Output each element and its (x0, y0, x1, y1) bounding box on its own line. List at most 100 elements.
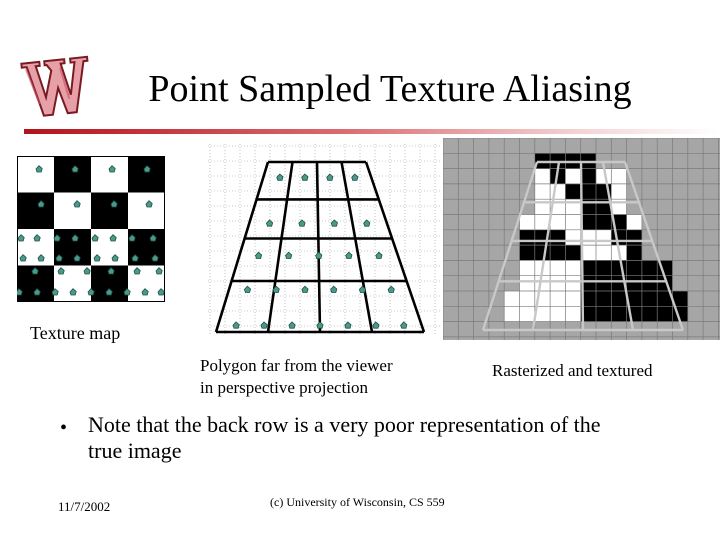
sample-point (301, 285, 309, 293)
sample-point (31, 267, 39, 275)
slide-title: Point Sampled Texture Aliasing (148, 68, 632, 110)
raster-pixel (611, 291, 627, 307)
sample-point (298, 219, 306, 227)
raster-pixel (580, 214, 596, 230)
sample-point (73, 200, 81, 208)
raster-pixel (596, 168, 612, 184)
raster-pixel (534, 168, 551, 184)
raster-pixel (611, 183, 627, 200)
raster-pixel (626, 291, 642, 307)
raster-pixel (626, 214, 642, 230)
checker-cell (17, 156, 54, 193)
raster-pixel (580, 168, 596, 184)
sample-point (107, 267, 115, 275)
polygon-caption: Polygon far from the viewer in perspecti… (200, 355, 393, 399)
sample-point (151, 254, 159, 262)
sample-point (37, 254, 45, 262)
polygon-column-edge (315, 161, 322, 333)
sample-point (375, 251, 383, 259)
sample-point (109, 234, 117, 242)
sample-point (155, 267, 163, 275)
polygon-caption-line1: Polygon far from the viewer (200, 356, 393, 375)
raster-pixel (550, 291, 566, 307)
raster-pixel (565, 306, 581, 322)
rasterized-figure (443, 138, 720, 340)
raster-pixel (519, 306, 535, 322)
sample-point (73, 254, 81, 262)
sample-point (330, 219, 338, 227)
polygon-column-edge (266, 161, 294, 333)
raster-pixel (534, 245, 551, 261)
sample-point (33, 288, 41, 296)
sample-point (157, 288, 165, 296)
raster-pixel (611, 168, 627, 184)
raster-pixel (611, 229, 627, 246)
sample-point (326, 173, 334, 181)
sample-point (145, 200, 153, 208)
raster-pixel (596, 291, 612, 307)
checker-cell (128, 192, 165, 229)
sample-point (57, 267, 65, 275)
checker-cell (91, 156, 128, 193)
outline-column-edge (531, 161, 561, 331)
raster-pixel (565, 183, 581, 200)
raster-pixel (580, 306, 596, 322)
sample-point (141, 288, 149, 296)
sample-point (316, 321, 324, 329)
perspective-polygon-figure (208, 144, 440, 334)
raster-pixel (657, 291, 673, 307)
raster-pixel (596, 229, 612, 246)
sample-point (71, 165, 79, 173)
sample-point (133, 267, 141, 275)
sample-point (143, 165, 151, 173)
sample-point (272, 285, 280, 293)
raster-pixel (611, 306, 627, 322)
sample-point (33, 234, 41, 242)
raster-pixel (519, 229, 535, 246)
raster-pixel (626, 245, 642, 261)
raster-pixel (550, 229, 566, 246)
sample-point (55, 254, 63, 262)
raster-pixel (580, 245, 596, 261)
texture-map-figure (17, 156, 165, 302)
sample-point (37, 200, 45, 208)
sample-point (344, 321, 352, 329)
outline-column-edge (623, 161, 685, 331)
raster-pixel (504, 291, 520, 307)
raster-pixel (565, 245, 581, 261)
raster-pixel (519, 291, 535, 307)
polygon-column-edge (364, 161, 426, 333)
raster-pixel (580, 183, 596, 200)
sample-point (266, 219, 274, 227)
sample-point (400, 321, 408, 329)
raster-pixel (519, 214, 535, 230)
wisconsin-w-logo (20, 55, 89, 117)
raster-pixel (596, 245, 612, 261)
raster-pixel (626, 229, 642, 246)
raster-pixel (534, 183, 551, 200)
raster-pixel (596, 260, 612, 276)
checker-cell (54, 156, 91, 193)
sample-point (260, 321, 268, 329)
sample-point (330, 285, 338, 293)
bullet-symbol: • (60, 417, 68, 439)
sample-point (285, 251, 293, 259)
checker-cell (54, 192, 91, 229)
raster-pixel (534, 214, 551, 230)
raster-pixel (626, 260, 642, 276)
footer-copyright: (c) University of Wisconsin, CS 559 (270, 495, 445, 509)
raster-pixel (519, 275, 535, 291)
sample-point (315, 251, 323, 259)
raster-caption: Rasterized and textured (492, 361, 653, 380)
checker-cell (17, 192, 54, 229)
polygon-column-edge (340, 161, 374, 333)
projected-polygon-outline (481, 160, 685, 332)
outline-column-edge (601, 161, 635, 331)
raster-pixel (565, 260, 581, 276)
raster-pixel (657, 306, 673, 322)
sample-point (111, 254, 119, 262)
sample-point (128, 234, 136, 242)
sample-point (93, 254, 101, 262)
sample-point (108, 165, 116, 173)
sample-point (131, 254, 139, 262)
